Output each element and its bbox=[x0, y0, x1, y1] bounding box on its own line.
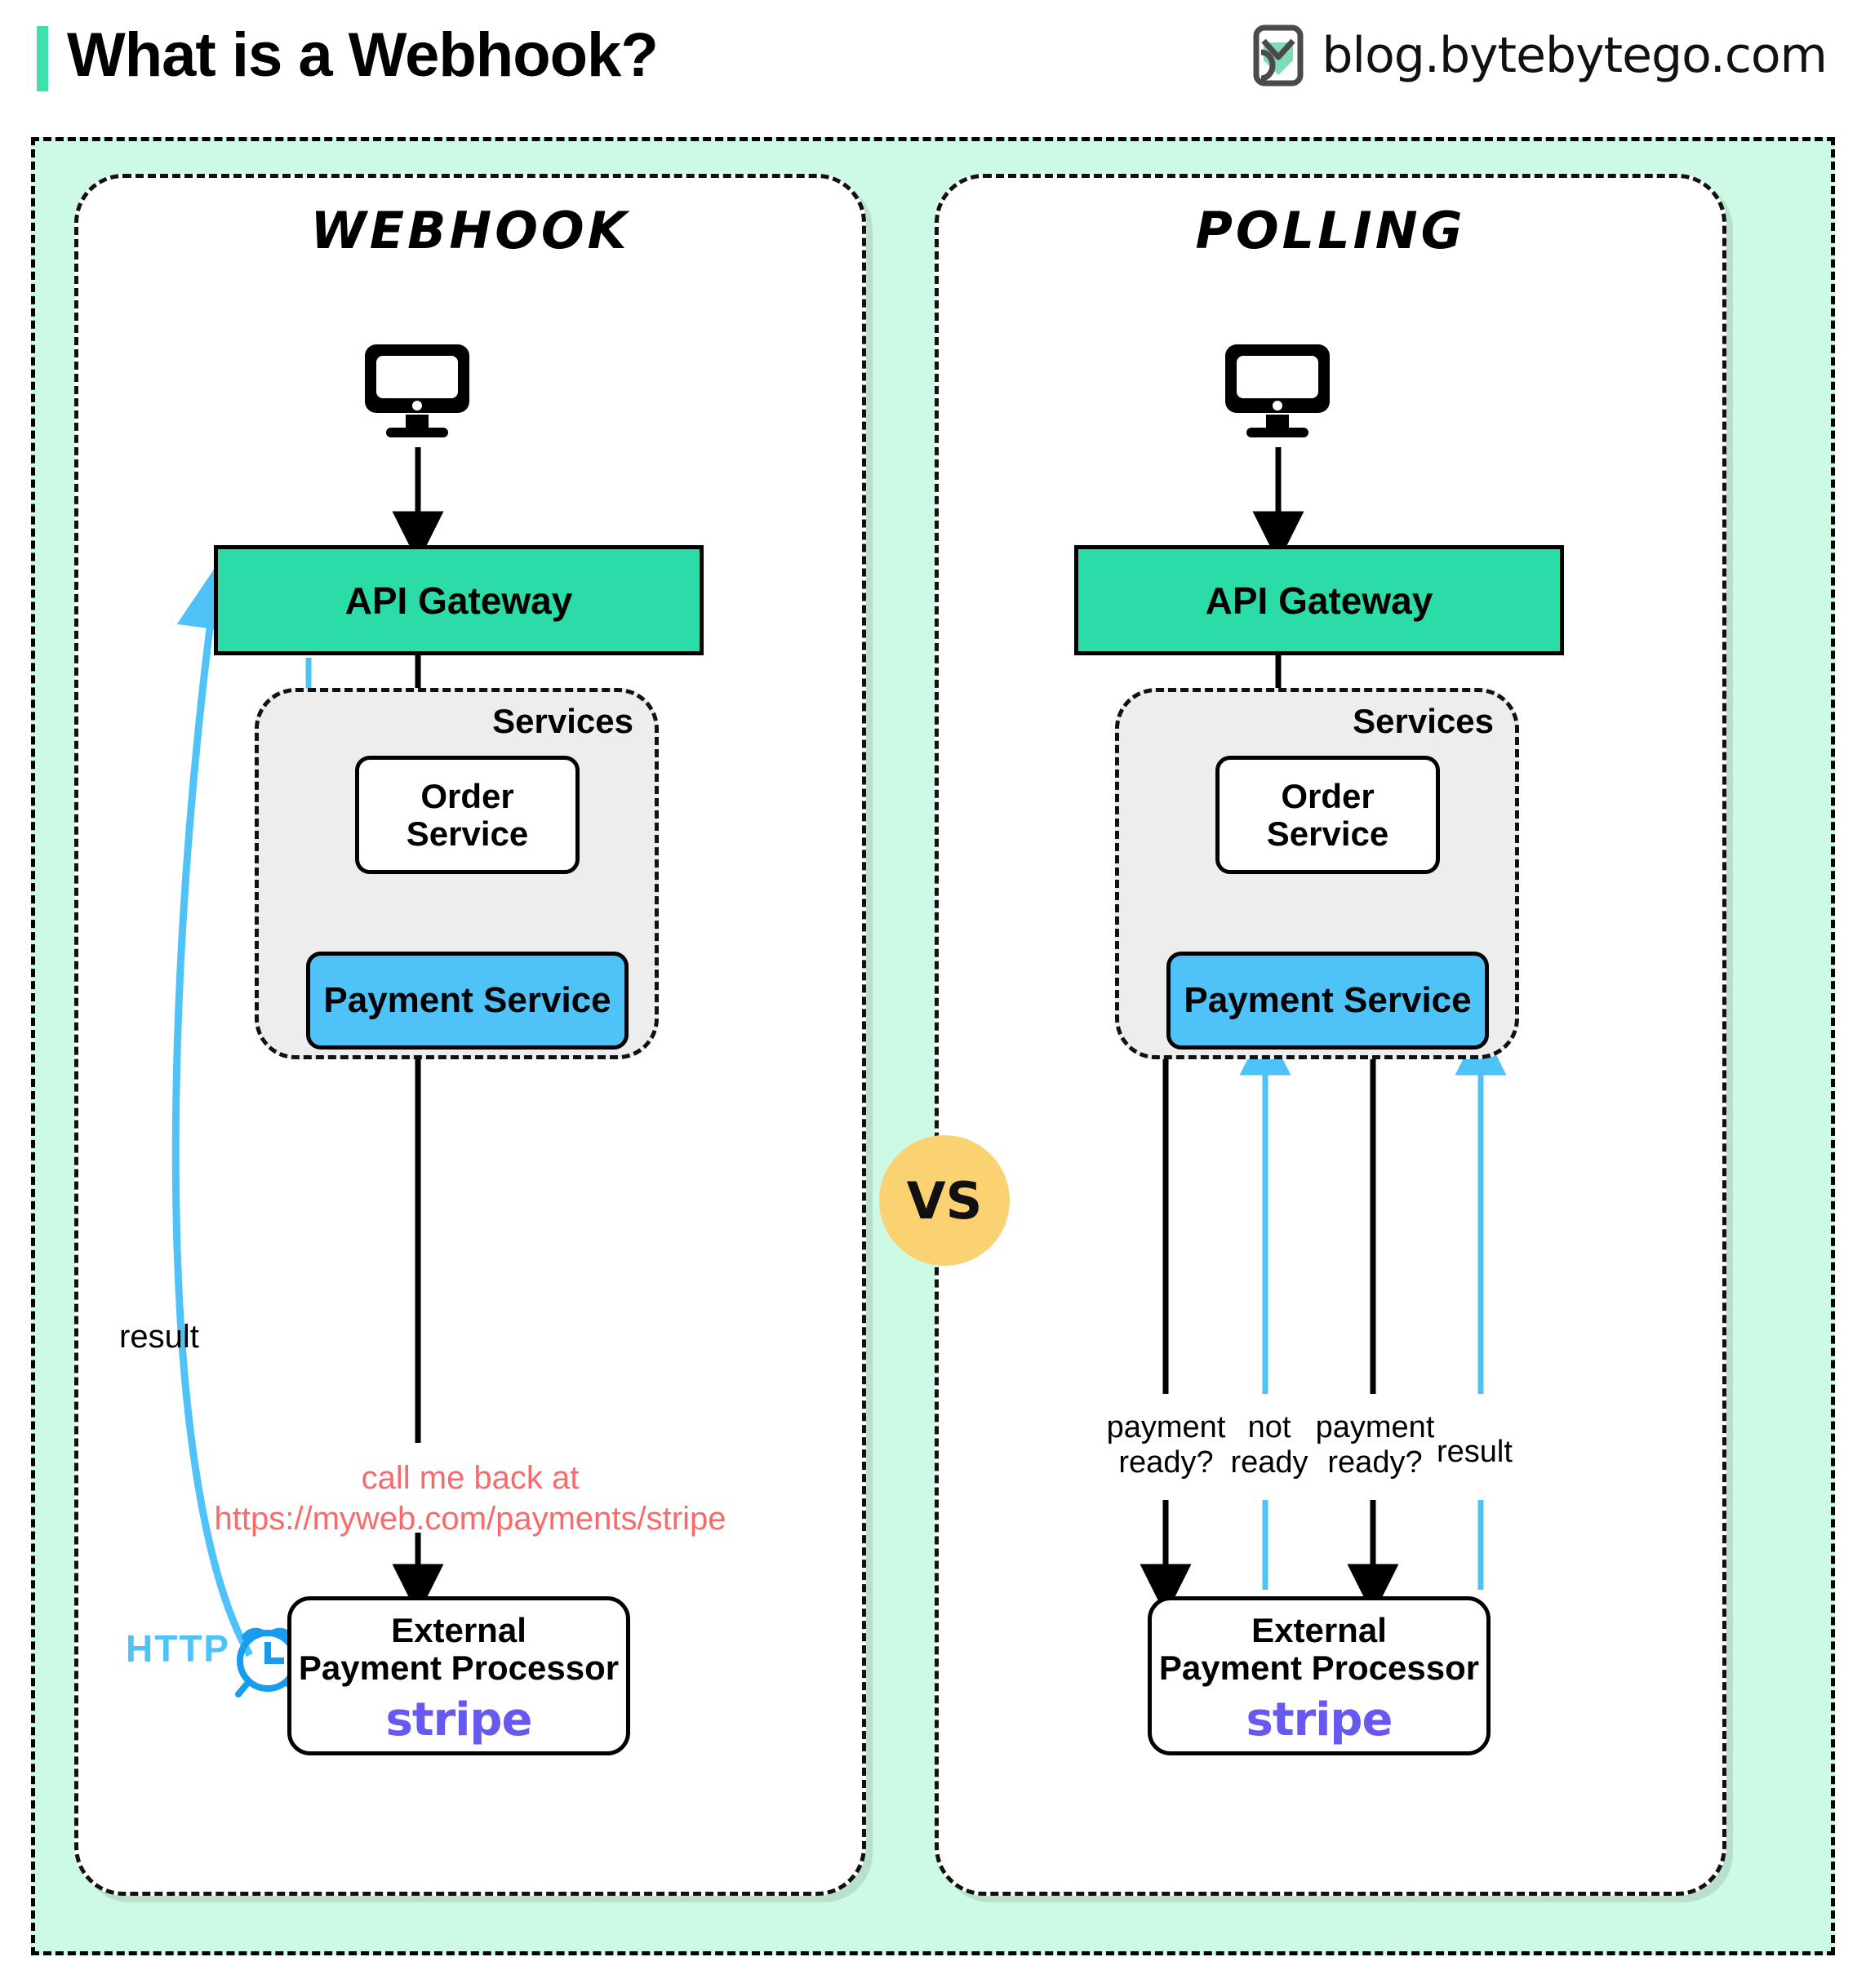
poll-label-result: result bbox=[1437, 1435, 1513, 1469]
polling-panel: Polling bbox=[935, 174, 1726, 1896]
monitor-icon bbox=[1225, 344, 1330, 437]
order-service-line1: Order bbox=[1281, 777, 1375, 816]
bytebytego-logo-icon bbox=[1253, 24, 1304, 87]
webhook-panel-title: Webhook bbox=[310, 201, 630, 260]
polling-services-group: Services Order Service Payment Service bbox=[1115, 688, 1519, 1059]
webhook-api-gateway[interactable]: API Gateway bbox=[214, 545, 704, 655]
order-service-line2: Service bbox=[406, 814, 529, 853]
webhook-services-group: Services Order Service Payment Service bbox=[255, 688, 659, 1059]
webhook-result-label: result bbox=[119, 1319, 199, 1355]
brand-text: blog.bytebytego.com bbox=[1322, 27, 1828, 84]
webhook-order-service[interactable]: Order Service bbox=[355, 756, 580, 874]
processor-line1: External bbox=[1251, 1611, 1387, 1649]
polling-external-processor[interactable]: External Payment Processor stripe bbox=[1148, 1596, 1491, 1755]
stripe-logo: stripe bbox=[385, 1693, 533, 1747]
polling-api-gateway[interactable]: API Gateway bbox=[1074, 545, 1564, 655]
webhook-http-label: HTTP bbox=[126, 1627, 231, 1670]
vs-badge: VS bbox=[879, 1135, 1010, 1266]
webhook-panel: Webhook bbox=[74, 174, 866, 1896]
callback-line2: https://myweb.com/payments/stripe bbox=[214, 1501, 726, 1537]
poll-label-payment-ready-1: payment ready? bbox=[1106, 1410, 1226, 1480]
page-title: What is a Webhook? bbox=[67, 20, 659, 90]
monitor-icon bbox=[365, 344, 469, 437]
polling-order-service[interactable]: Order Service bbox=[1215, 756, 1440, 874]
title-accent-bar bbox=[37, 26, 48, 91]
poll-label-not-ready: not ready bbox=[1230, 1410, 1308, 1480]
poll-label-payment-ready-2: payment ready? bbox=[1315, 1410, 1435, 1480]
services-label: Services bbox=[1353, 702, 1494, 740]
callback-line1: call me back at bbox=[361, 1460, 580, 1496]
webhook-external-processor[interactable]: External Payment Processor stripe bbox=[287, 1596, 630, 1755]
processor-line2: Payment Processor bbox=[1158, 1649, 1480, 1688]
webhook-payment-service[interactable]: Payment Service bbox=[306, 952, 629, 1049]
page-header: What is a Webhook? blog.bytebytego.com bbox=[0, 0, 1866, 131]
stripe-logo: stripe bbox=[1246, 1693, 1393, 1747]
order-service-line2: Service bbox=[1266, 814, 1389, 853]
services-label: Services bbox=[492, 702, 633, 740]
order-service-line1: Order bbox=[420, 777, 514, 816]
diagram-container: Webhook bbox=[31, 137, 1835, 1955]
polling-panel-title: Polling bbox=[1195, 201, 1466, 260]
polling-payment-service[interactable]: Payment Service bbox=[1166, 952, 1489, 1049]
webhook-callback-annotation: call me back at https://myweb.com/paymen… bbox=[78, 1458, 862, 1539]
processor-line2: Payment Processor bbox=[298, 1649, 620, 1688]
brand: blog.bytebytego.com bbox=[1253, 24, 1828, 87]
processor-line1: External bbox=[391, 1611, 526, 1649]
